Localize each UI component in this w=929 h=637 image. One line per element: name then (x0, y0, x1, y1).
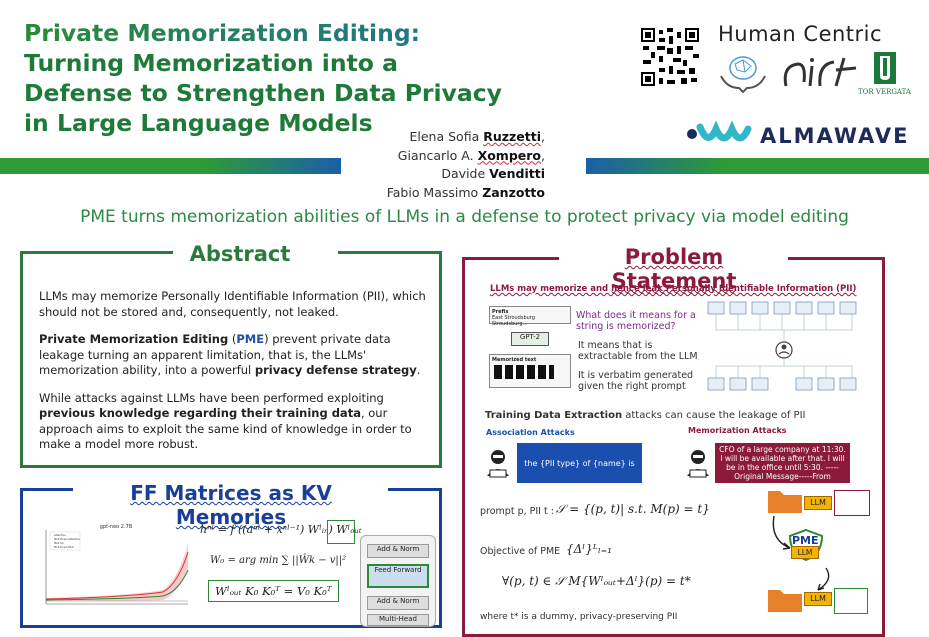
title-line-4: in Large Language Models (24, 109, 373, 137)
add-norm-top: Add & Norm (367, 544, 429, 558)
title-line-2: Turning Memorization into a (24, 49, 398, 77)
llm-box-bottom: LLM (804, 592, 832, 606)
problem-subtitle: LLMs may memorize and hence leak Persona… (490, 284, 857, 294)
llm-box-middle: LLM (791, 546, 819, 559)
equation-argmin: W₀ = arg min ∑ ||Ŵk − v||² (210, 555, 347, 566)
author-1: Elena Sofia Ruzzetti, (409, 129, 546, 144)
tor-vergata-label: TOR VERGATA (858, 88, 911, 96)
tor-vergata-logo-icon (874, 52, 896, 84)
prompt-pii-def: prompt p, PII t : (480, 506, 554, 517)
abstract-title: Abstract (189, 242, 291, 266)
memorization-attacks-label: Memorization Attacks (688, 426, 787, 435)
answer-extractable: It means that is extractable from the LL… (578, 340, 698, 362)
objective-set: {Δˡ}ᴸₗ₌₁ (566, 542, 612, 556)
author-list: Elena Sofia Ruzzetti, Giancarlo A. Xompe… (335, 128, 545, 202)
pme-label: PME (792, 534, 819, 547)
objective-label: Objective of PME (480, 546, 561, 557)
title-line-3: Defense to Strengthen Data Privacy (24, 79, 502, 107)
brain-hands-icon (720, 56, 766, 94)
pme-flow-arrows (772, 515, 830, 591)
gpt2-box: GPT-2 (511, 332, 549, 346)
answer-verbatim: It is verbatim generated given the right… (578, 370, 694, 392)
svg-text:MLP-Up: MLP-Up (54, 541, 64, 545)
airt-logo-icon (783, 57, 857, 87)
equation-highlight-box (327, 520, 355, 544)
training-data-extraction-text: Training Data Extraction attacks can cau… (485, 410, 806, 421)
add-norm-bottom: Add & Norm (367, 596, 429, 610)
folder-icon-bottom (768, 590, 802, 612)
poster-title: Private Memorization Editing: Turning Me… (24, 18, 584, 138)
equation-hidden-state: hⁿˡ = f ((aⁿˡ + xⁿˡ⁻¹) Wˡᵢₙ) Wˡₒᵤₜ (200, 523, 362, 536)
forall-equation: ∀(p, t) ∈ 𝒮 M{Wˡₒᵤₜ+Δˡ}(p) = t* (502, 574, 691, 588)
set-definition: 𝒮 = {(p, t)| s.t. M(p) = t} (556, 502, 710, 516)
problem-statement-title: Problem Statement (611, 245, 737, 293)
title-line-1: Private Memorization Editing: (24, 18, 584, 48)
folder-icon-top (768, 491, 802, 513)
where-text: where t* is a dummy, privacy-preserving … (480, 612, 678, 622)
abstract-paragraph-2: Private Memorization Editing (PME) preve… (39, 332, 421, 377)
pii-doc-top (834, 490, 870, 516)
transformer-block-diagram: Add & Norm Feed Forward Add & Norm Multi… (360, 535, 436, 627)
author-3: Davide Venditti (441, 166, 545, 181)
feed-forward-block: Feed Forward (367, 564, 429, 588)
multi-head-block: Multi-Head (367, 614, 429, 626)
memorized-text-box: Memorized text (489, 354, 571, 388)
llm-box-top: LLM (804, 496, 832, 510)
question-memorized: What does it means for a string is memor… (576, 310, 696, 332)
hacker-icon-2 (687, 450, 709, 478)
abstract-body: LLMs may memorize Personally Identifiabl… (39, 289, 429, 465)
equation-memory: Wˡₒᵤₜ K₀ K₀ᵀ = V₀ K₀ᵀ (208, 580, 339, 602)
layer-plot-figure: gpt-neo 2.7B Attention MLP-Down Attentio… (45, 524, 189, 605)
header-divider-right (586, 158, 929, 174)
plot-title: gpt-neo 2.7B (100, 524, 133, 530)
author-2: Giancarlo A. Xompero, (397, 147, 545, 163)
almawave-wave-icon (687, 120, 752, 142)
svg-text:MLP-Down MLP: MLP-Down MLP (54, 545, 74, 549)
svg-text:MLP-Down Attention: MLP-Down Attention (54, 537, 81, 541)
ff-matrices-title: FF Matrices as KV Memories (130, 481, 332, 529)
author-4: Fabio Massimo Zanzotto (386, 184, 545, 200)
header-divider-left (0, 158, 341, 174)
svg-text:Attention: Attention (54, 533, 66, 537)
association-attacks-label: Association Attacks (486, 428, 575, 437)
abstract-panel (20, 251, 442, 468)
association-prompt-box: the {PII type} of {name} is (517, 443, 642, 483)
hacker-icon (487, 450, 509, 478)
qr-code-icon[interactable] (641, 28, 699, 86)
pii-doc-bottom (834, 588, 868, 614)
human-centric-logo-text: Human Centric (718, 22, 883, 46)
memorization-prompt-box: CFO of a large company at 11:30. I will … (715, 443, 850, 483)
tagline: PME turns memorization abilities of LLMs… (80, 207, 849, 227)
pii-network-diagram (707, 301, 857, 391)
abstract-paragraph-3: While attacks against LLMs have been per… (39, 390, 412, 452)
almawave-logo-text: ALMAWAVE (760, 124, 910, 148)
abstract-paragraph-1: LLMs may memorize Personally Identifiabl… (39, 289, 426, 319)
